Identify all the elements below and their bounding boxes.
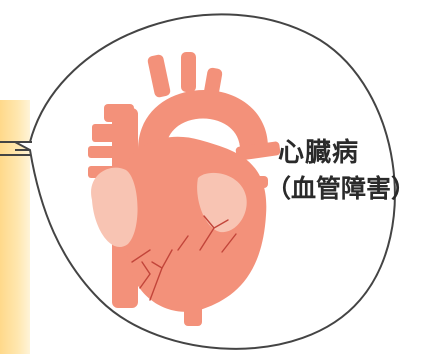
caption-title: 心臓病 [278, 138, 360, 168]
vessel-branch-2 [181, 52, 196, 92]
pulmonary-branch-1 [235, 141, 281, 161]
left-atrium [91, 167, 138, 247]
coronary-vessels [131, 215, 237, 301]
right-atrium [197, 172, 247, 233]
vena-cava-top [104, 104, 134, 122]
heart-icon [88, 52, 281, 326]
caption: 心臓病 （血管障害） [266, 140, 426, 201]
inferior-vessel [184, 296, 202, 326]
caption-subtitle: （血管障害） [266, 174, 417, 203]
aortic-arch [138, 90, 269, 150]
vessel-stub-2 [88, 146, 118, 158]
vessel-branch-1 [147, 54, 171, 98]
